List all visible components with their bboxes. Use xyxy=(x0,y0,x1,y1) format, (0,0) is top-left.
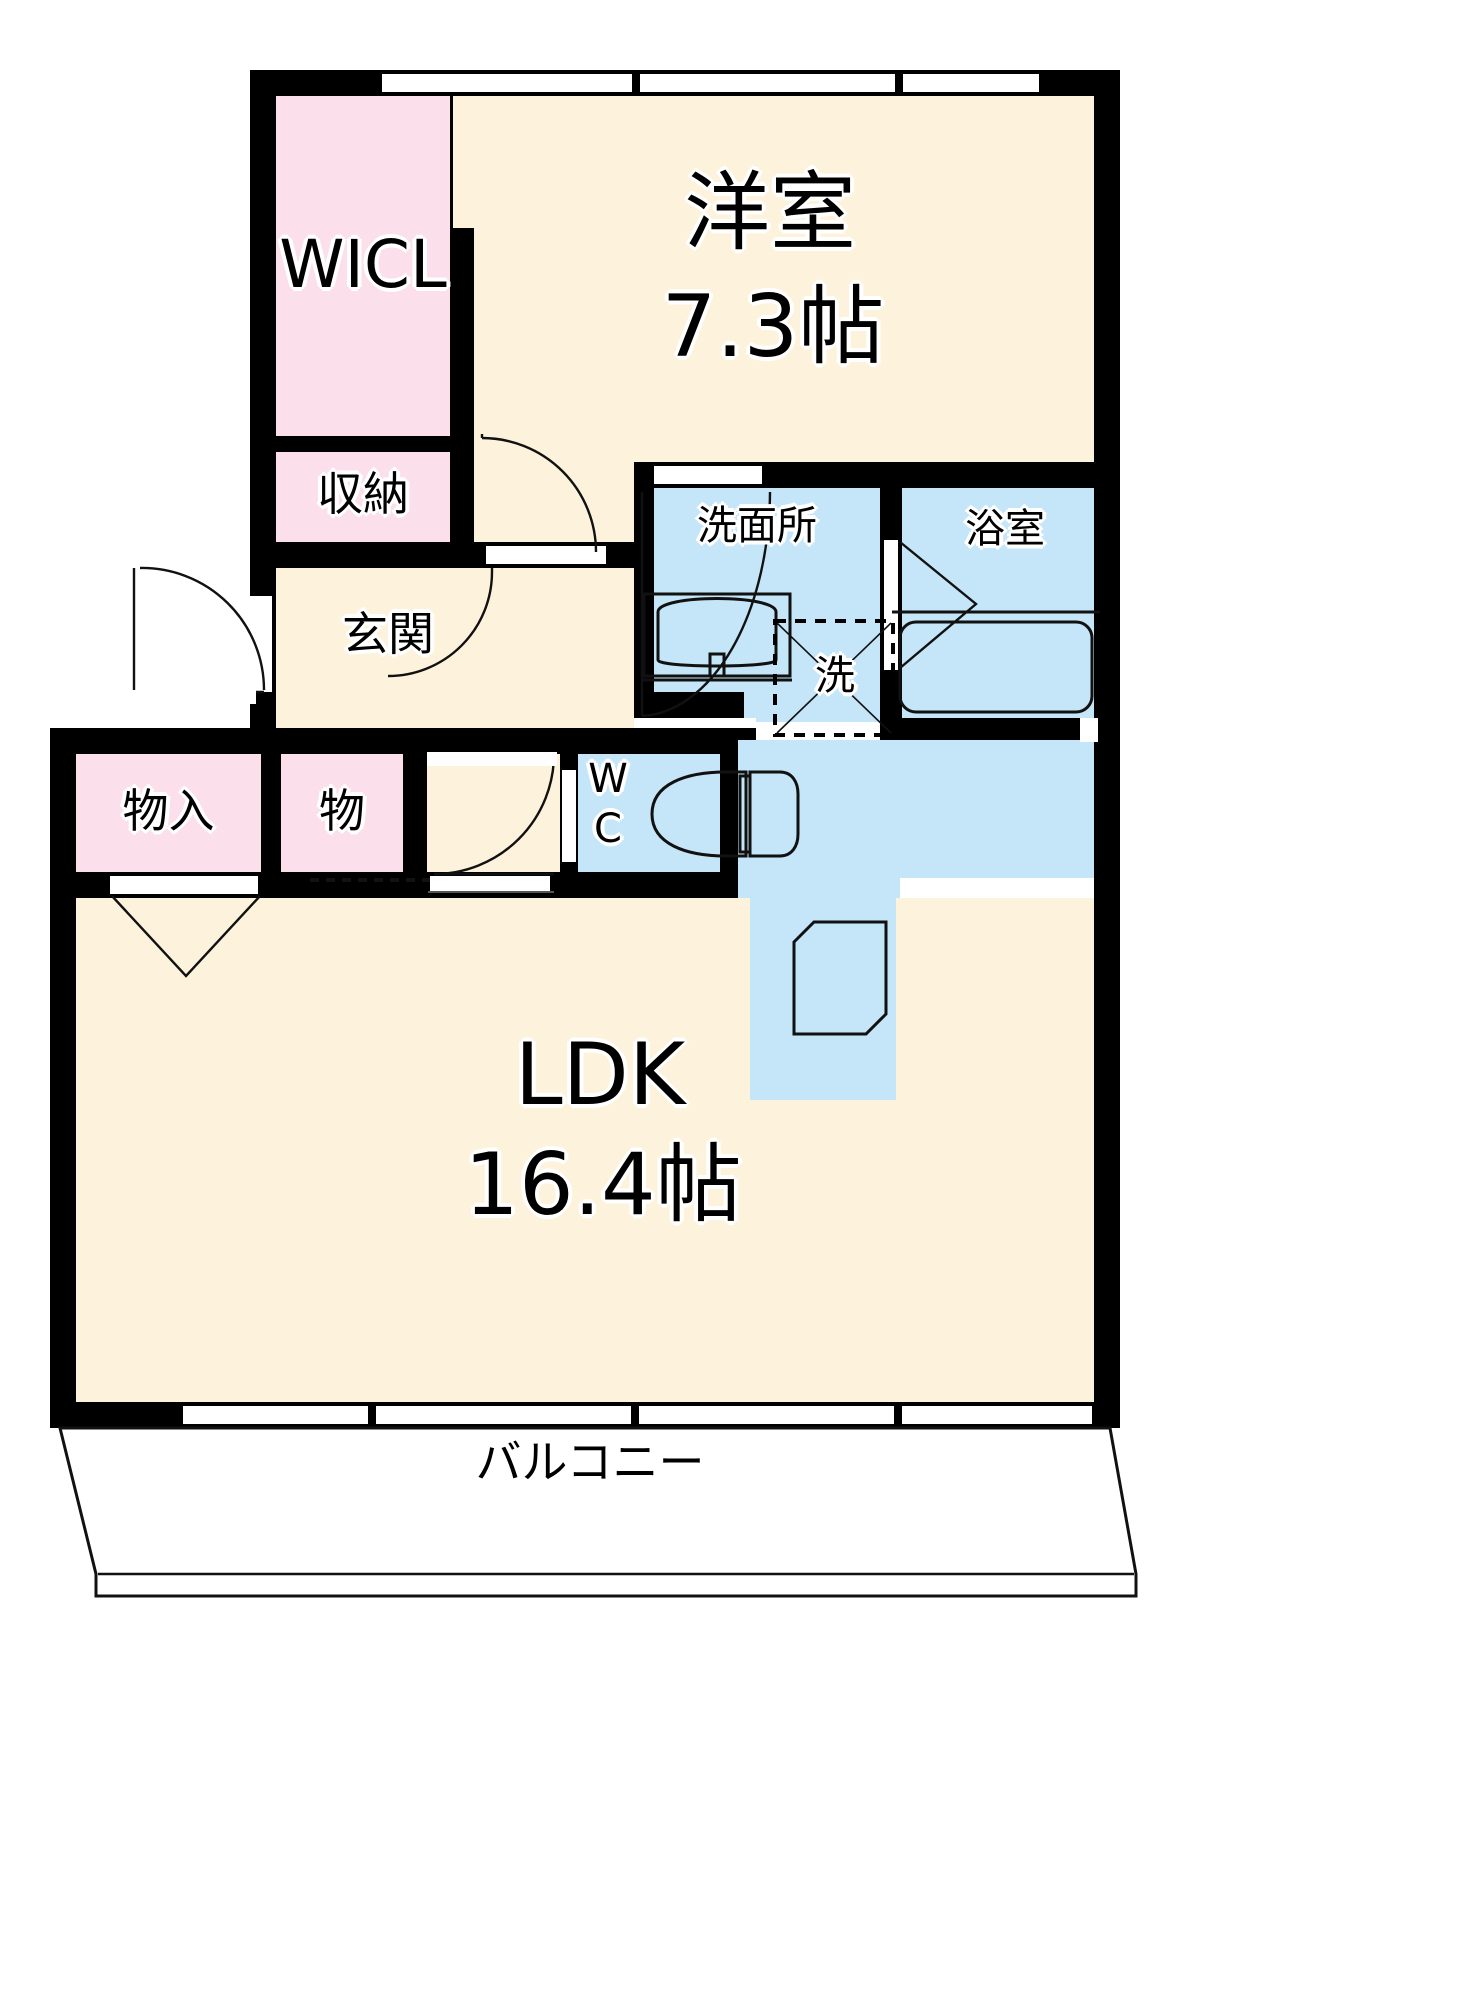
door-swing-genkan xyxy=(132,566,266,694)
wall-wicl-right xyxy=(450,228,474,542)
wall-wc-bottom xyxy=(560,872,738,898)
wicl-opening-edge xyxy=(450,96,453,228)
wall-wicl-bottom xyxy=(276,436,474,452)
window-yokushitsu-small xyxy=(1080,718,1098,742)
door-monoire-sliding[interactable] xyxy=(110,876,258,894)
door-swing-hall-2 xyxy=(433,753,556,876)
door-yokushitsu[interactable] xyxy=(884,540,898,670)
zone-kitchen-leg xyxy=(750,898,896,1100)
balcony-outline xyxy=(58,1426,1138,1598)
wall-hall-left xyxy=(403,728,427,878)
room-mono xyxy=(281,754,403,872)
wall-yokushitsu-top xyxy=(880,462,1120,488)
wall-wc-top xyxy=(560,728,756,754)
fixture-bathtub xyxy=(892,610,1100,714)
door-wc[interactable] xyxy=(562,770,576,862)
wall-yokushitsu-bottom xyxy=(880,718,1120,740)
fixture-vanity-sink xyxy=(642,592,792,682)
wall-ldk-right xyxy=(1094,872,1120,1428)
wall-ldk-left xyxy=(50,872,76,1428)
door-swing-hall-1 xyxy=(387,568,494,678)
window-senmenjo xyxy=(652,466,762,484)
wall-right-upper xyxy=(1094,70,1120,760)
room-ldk xyxy=(76,898,1120,1418)
door-ldk-hall-line xyxy=(428,891,554,893)
wall-shuno-bottom xyxy=(250,542,474,568)
window-top-3 xyxy=(903,74,1039,92)
zone-kitchen-upper xyxy=(738,740,1120,878)
door-genkan-leaf[interactable] xyxy=(130,690,256,704)
room-yokushitsu xyxy=(880,488,1094,720)
door-yoshitsu-sliding[interactable] xyxy=(486,546,606,564)
wall-left-upper xyxy=(250,70,276,570)
wall-nub-kitchen-right xyxy=(1094,740,1120,760)
wall-right-mid xyxy=(1094,740,1120,880)
door-monoire-symbol xyxy=(111,895,261,978)
door-swing-yoshitsu xyxy=(480,434,598,553)
window-ldk-4 xyxy=(902,1406,1092,1424)
wall-storage-divider xyxy=(261,754,281,872)
fixture-toilet xyxy=(650,770,800,858)
room-shuno xyxy=(276,450,450,542)
wall-wc-right xyxy=(720,754,738,898)
window-ldk-1 xyxy=(183,1406,368,1424)
wall-storage-top xyxy=(50,728,560,754)
room-monoire xyxy=(76,754,261,872)
wall-senmenjo-left xyxy=(634,462,654,718)
fixture-washer-space xyxy=(773,619,895,737)
door-genkan-entry[interactable] xyxy=(250,596,272,692)
window-ldk-2 xyxy=(376,1406,631,1424)
window-ldk-3 xyxy=(639,1406,894,1424)
door-yokushitsu-symbol xyxy=(899,541,978,669)
window-top-2 xyxy=(640,74,895,92)
fixture-kitchen-counter xyxy=(792,920,888,1036)
window-top-1 xyxy=(382,74,632,92)
door-hall-leaf[interactable] xyxy=(427,752,557,766)
room-wicl xyxy=(276,96,450,436)
door-ldk-hall[interactable] xyxy=(430,876,550,892)
